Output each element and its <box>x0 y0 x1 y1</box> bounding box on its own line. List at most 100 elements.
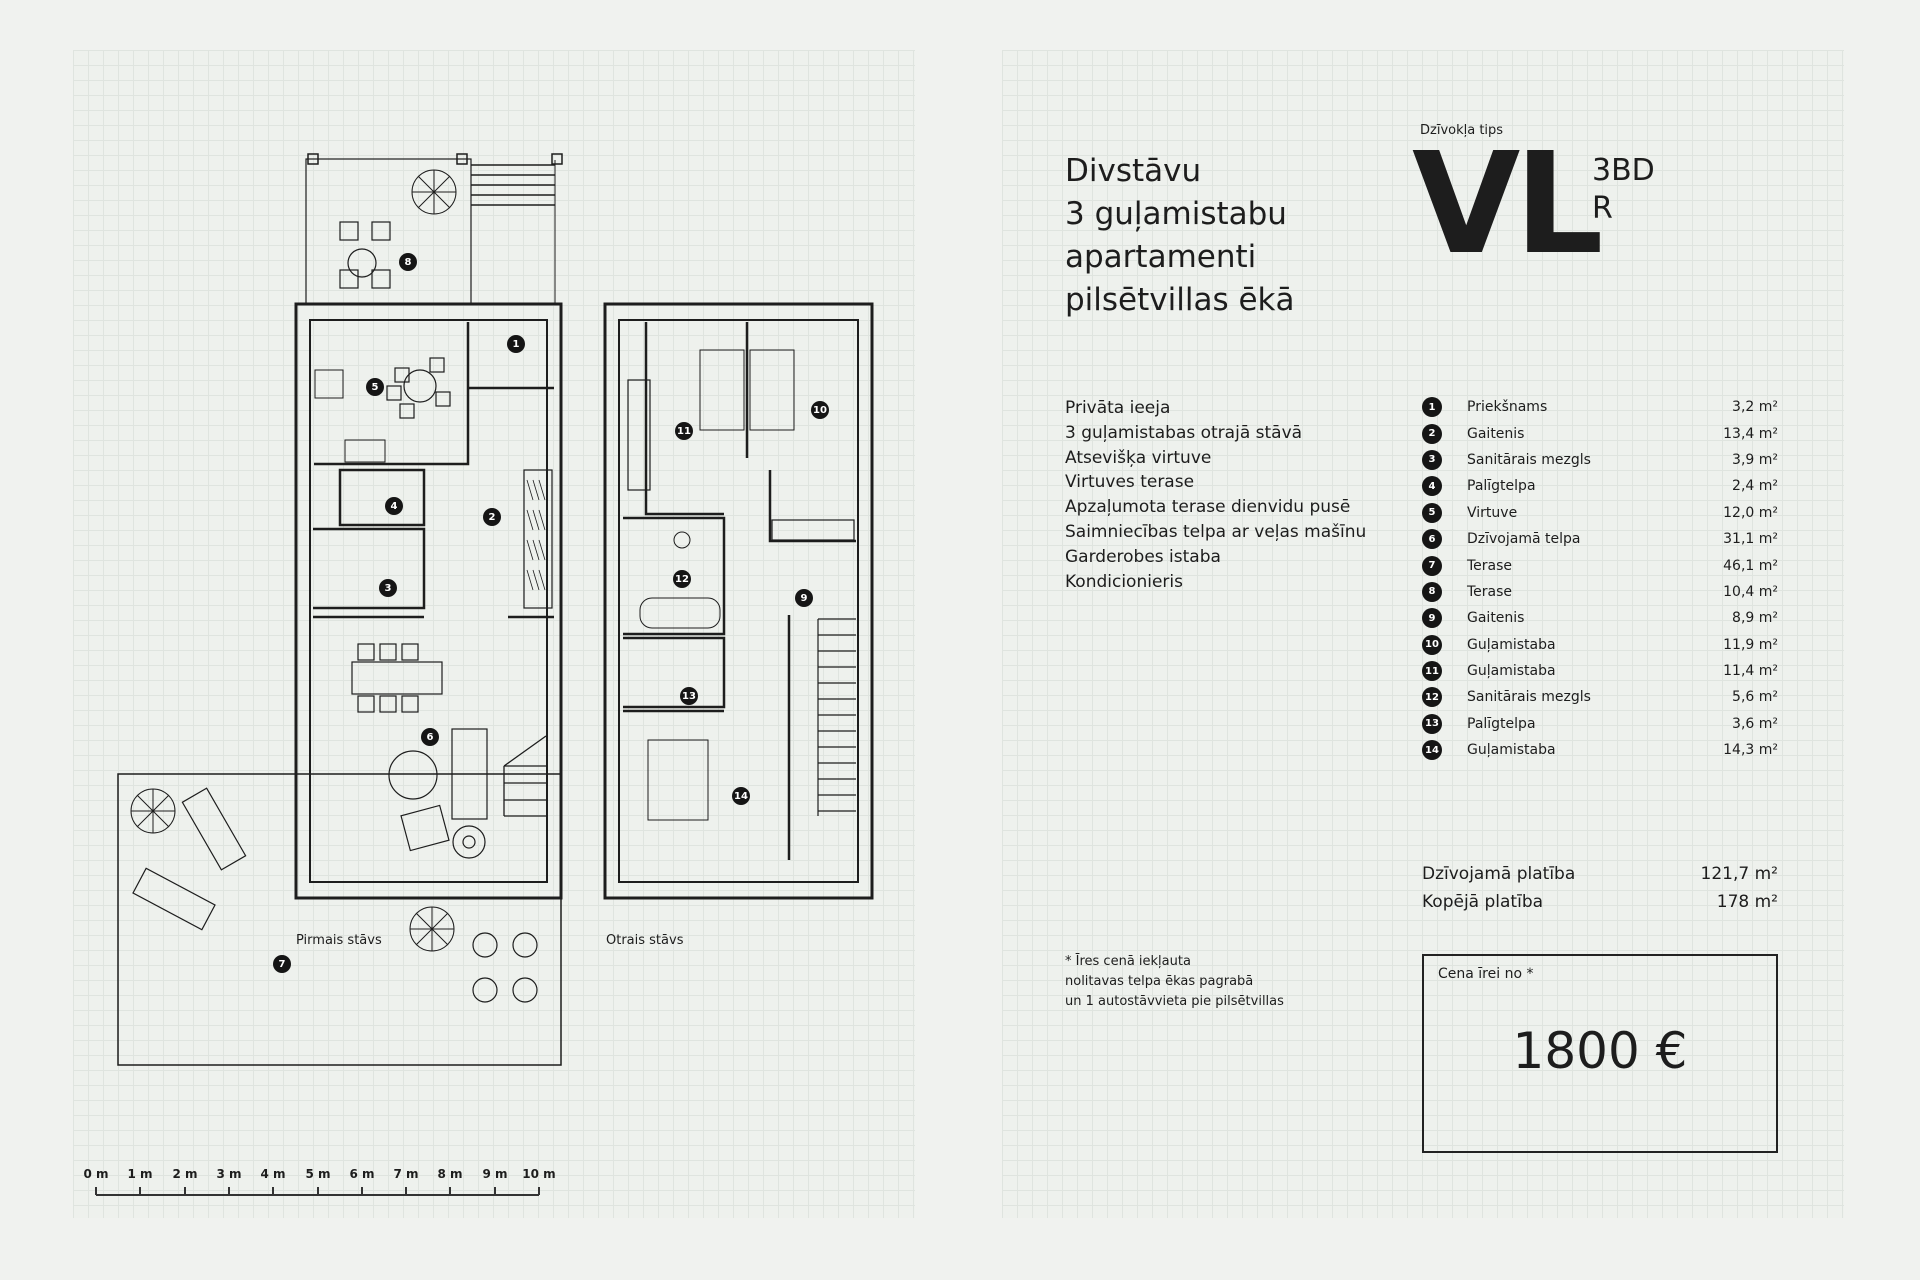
room-marker-2: 2 <box>483 508 501 526</box>
room-number-badge: 7 <box>1422 555 1442 576</box>
room-area: 12,0 m² <box>1723 504 1778 521</box>
note-line: un 1 autostāvvieta pie pilsētvillas <box>1065 994 1284 1009</box>
second-floor-walls <box>603 302 874 900</box>
room-marker-8: 8 <box>399 253 417 271</box>
feature-item: Atsevišķa virtuve <box>1065 447 1212 468</box>
room-row: 12 Sanitārais mezgls 5,6 m² <box>1420 684 1778 710</box>
room-name: Guļamistaba <box>1467 742 1556 759</box>
room-number-badge: 13 <box>1422 713 1442 734</box>
room-row: 5 Virtuve 12,0 m² <box>1420 500 1778 526</box>
title-line: Divstāvu <box>1065 153 1202 189</box>
room-row: 11 Guļamistaba 11,4 m² <box>1420 658 1778 684</box>
feature-item: Virtuves terase <box>1065 472 1195 493</box>
price-footnote: * Īres cenā iekļauta nolitavas telpa ēka… <box>1065 952 1284 1012</box>
room-name: Terase <box>1467 583 1513 600</box>
room-area: 8,9 m² <box>1732 610 1778 627</box>
living-area-label: Dzīvojamā platība <box>1422 864 1576 884</box>
room-area: 13,4 m² <box>1723 425 1778 442</box>
room-marker-14: 14 <box>732 787 750 805</box>
room-row: 13 Palīgtelpa 3,6 m² <box>1420 711 1778 737</box>
room-number-badge: 2 <box>1422 423 1442 444</box>
feature-item: Apzaļumota terase dienvidu pusē <box>1065 497 1351 518</box>
room-area: 46,1 m² <box>1723 557 1778 574</box>
type-sup-line: 3BD <box>1592 153 1655 188</box>
price-value: 1800 € <box>1512 1022 1688 1080</box>
feature-item: Kondicionieris <box>1065 571 1183 592</box>
title-line: pilsētvillas ēkā <box>1065 282 1295 318</box>
room-area: 3,2 m² <box>1732 399 1778 416</box>
room-area: 10,4 m² <box>1723 583 1778 600</box>
scale-tick-label: 6 m <box>349 1167 375 1181</box>
room-name: Virtuve <box>1467 504 1518 521</box>
room-row: 2 Gaitenis 13,4 m² <box>1420 420 1778 446</box>
room-number-badge: 14 <box>1422 740 1442 761</box>
note-line: nolitavas telpa ēkas pagrabā <box>1065 974 1254 989</box>
room-number-badge: 12 <box>1422 687 1442 708</box>
room-marker-4: 4 <box>385 497 403 515</box>
outdoor-chairs <box>339 221 538 1003</box>
title-line: 3 guļamistabu <box>1065 196 1287 232</box>
room-area: 11,9 m² <box>1723 636 1778 653</box>
total-area-value: 178 m² <box>1716 892 1778 912</box>
room-area: 3,6 m² <box>1732 715 1778 732</box>
features-list: Privāta ieeja 3 guļamistabas otrajā stāv… <box>1065 396 1366 594</box>
room-name: Dzīvojamā telpa <box>1467 531 1581 548</box>
room-number-badge: 11 <box>1422 661 1442 682</box>
second-floor-label: Otrais stāvs <box>606 933 684 948</box>
room-name: Gaitenis <box>1467 425 1525 442</box>
room-marker-3: 3 <box>379 579 397 597</box>
scale-tick-label: 7 m <box>393 1167 419 1181</box>
price-box: Cena īrei no * 1800 € <box>1422 954 1778 1153</box>
room-area: 14,3 m² <box>1723 742 1778 759</box>
room-name: Palīgtelpa <box>1467 715 1536 732</box>
living-furniture <box>351 357 488 859</box>
room-number-badge: 1 <box>1422 397 1442 418</box>
umbrella-icon <box>411 169 457 215</box>
scale-tick-label: 9 m <box>482 1167 508 1181</box>
room-name: Guļamistaba <box>1467 663 1556 680</box>
room-name: Sanitārais mezgls <box>1467 689 1591 706</box>
page-title: Divstāvu 3 guļamistabu apartamenti pilsē… <box>1065 150 1395 322</box>
room-number-badge: 3 <box>1422 449 1442 470</box>
feature-item: Garderobes istaba <box>1065 546 1221 567</box>
room-marker-11: 11 <box>675 422 693 440</box>
note-line: * Īres cenā iekļauta <box>1065 954 1191 969</box>
info-panel <box>1002 50 1844 1218</box>
room-marker-9: 9 <box>795 589 813 607</box>
room-marker-5: 5 <box>366 378 384 396</box>
room-area: 5,6 m² <box>1732 689 1778 706</box>
first-floor-label: Pirmais stāvs <box>296 933 382 948</box>
room-marker-7: 7 <box>273 955 291 973</box>
type-sup-line: R <box>1592 191 1613 226</box>
feature-item: Saimniecības telpa ar veļas mašīnu <box>1065 521 1367 542</box>
room-marker-10: 10 <box>811 401 829 419</box>
floor-plan-panel <box>73 50 915 1218</box>
room-marker-13: 13 <box>680 687 698 705</box>
price-label: Cena īrei no * <box>1438 966 1534 982</box>
first-floor-walls <box>294 302 563 900</box>
room-row: 14 Guļamistaba 14,3 m² <box>1420 737 1778 763</box>
room-number-badge: 10 <box>1422 634 1442 655</box>
umbrella-icon <box>409 906 455 952</box>
room-number-badge: 5 <box>1422 502 1442 523</box>
room-area: 31,1 m² <box>1723 531 1778 548</box>
feature-item: 3 guļamistabas otrajā stāvā <box>1065 422 1303 443</box>
scale-tick-label: 8 m <box>437 1167 463 1181</box>
type-code: VL <box>1412 123 1604 286</box>
room-area: 3,9 m² <box>1732 451 1778 468</box>
feature-item: Privāta ieeja <box>1065 398 1171 418</box>
room-area: 11,4 m² <box>1723 663 1778 680</box>
sunbed-icon <box>132 787 247 931</box>
type-label: Dzīvokļa tips <box>1420 123 1504 138</box>
room-marker-6: 6 <box>421 728 439 746</box>
room-name: Sanitārais mezgls <box>1467 451 1591 468</box>
scale-tick-label: 1 m <box>127 1167 153 1181</box>
